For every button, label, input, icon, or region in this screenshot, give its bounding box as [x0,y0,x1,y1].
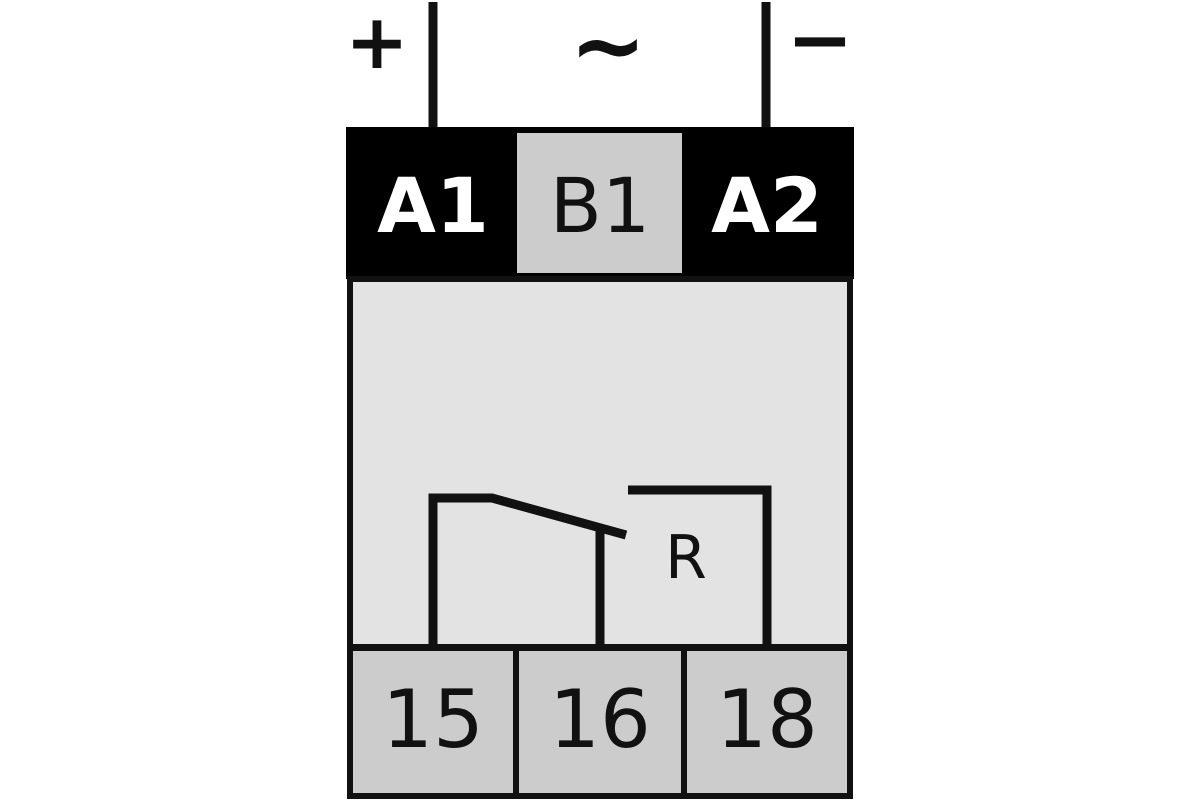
terminal-a1-block [346,127,518,279]
terminal-a1-label: A1 [377,161,489,250]
terminal-a2-label: A2 [711,161,823,250]
terminal-a2-block [682,127,854,279]
terminal-16-label: 16 [549,673,651,766]
relay-label: R [665,523,707,593]
terminal-b1-face [517,133,683,273]
terminal-18-block [681,645,853,799]
ac-symbol: ~ [569,0,647,99]
contact-18-line [628,485,772,647]
contact-15-line [428,493,628,647]
positive-symbol: + [345,0,409,86]
terminal-b1-label: B1 [549,161,651,250]
terminal-18-label: 18 [716,673,818,766]
terminal-15-label: 15 [382,673,484,766]
negative-symbol: − [786,0,854,86]
